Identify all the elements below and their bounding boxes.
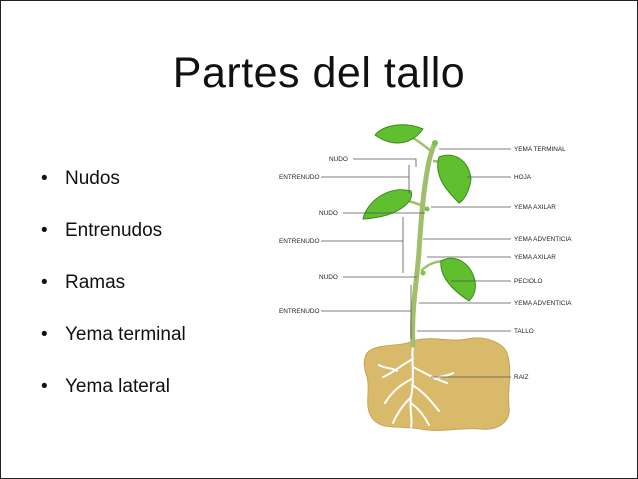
leaf-top-left <box>374 124 424 144</box>
stem-diagram: NUDO ENTRENUDO NUDO ENTRENUDO NUDO ENTRE… <box>271 121 601 439</box>
bullet-item: • Nudos <box>41 165 186 217</box>
label-nudo-mid: NUDO <box>319 210 338 217</box>
label-hoja: HOJA <box>514 174 532 181</box>
label-nudo-low: NUDO <box>319 274 338 281</box>
label-yema-adventicia-2: YEMA ADVENTICIA <box>514 300 572 307</box>
axillary-bud-2 <box>420 270 426 276</box>
bullet-dot: • <box>41 272 48 293</box>
soil <box>363 337 511 431</box>
bullet-text: Nudos <box>65 168 120 189</box>
label-entrenudo-mid: ENTRENUDO <box>279 238 320 245</box>
left-annotations <box>321 158 425 339</box>
label-nudo-top: NUDO <box>329 156 348 163</box>
label-entrenudo-low: ENTRENUDO <box>279 308 320 315</box>
bullet-item: • Ramas <box>41 269 186 321</box>
bullet-item: • Yema terminal <box>41 321 186 373</box>
label-yema-axilar-2: YEMA AXILAR <box>514 254 556 261</box>
label-tallo: TALLO <box>514 328 534 335</box>
roots <box>378 344 454 428</box>
stem <box>410 140 438 348</box>
bullet-text: Ramas <box>65 272 126 293</box>
label-entrenudo-top: ENTRENUDO <box>279 174 320 181</box>
bullet-dot: • <box>41 220 48 241</box>
slide-title: Partes del tallo <box>172 49 466 97</box>
label-yema-terminal: YEMA TERMINAL <box>514 146 566 153</box>
bullet-dot: • <box>41 168 48 189</box>
leaf-middle-left <box>362 189 413 220</box>
leaf-top-right <box>437 154 472 204</box>
bullet-list: • Nudos • Entrenudos • Ramas • Yema terminal… <box>41 165 186 425</box>
bullet-item: • Entrenudos <box>41 217 186 269</box>
bullet-dot: • <box>41 376 48 397</box>
bullet-item: • Yema lateral <box>41 373 186 425</box>
label-peciolo: PECIOLO <box>514 278 542 285</box>
bullet-text: Yema lateral <box>65 376 170 397</box>
bullet-text: Entrenudos <box>65 220 163 241</box>
right-annotations <box>417 148 511 378</box>
bullet-dot: • <box>41 324 48 345</box>
label-raiz: RAIZ <box>514 374 529 381</box>
terminal-bud <box>432 140 438 146</box>
stem-diagram-svg: NUDO ENTRENUDO NUDO ENTRENUDO NUDO ENTRE… <box>279 124 572 431</box>
axillary-bud <box>424 206 430 212</box>
label-yema-axilar-1: YEMA AXILAR <box>514 204 556 211</box>
label-yema-adventicia-1: YEMA ADVENTICIA <box>514 236 572 243</box>
leaf-lower-right <box>440 257 476 302</box>
bullet-text: Yema terminal <box>65 324 186 345</box>
